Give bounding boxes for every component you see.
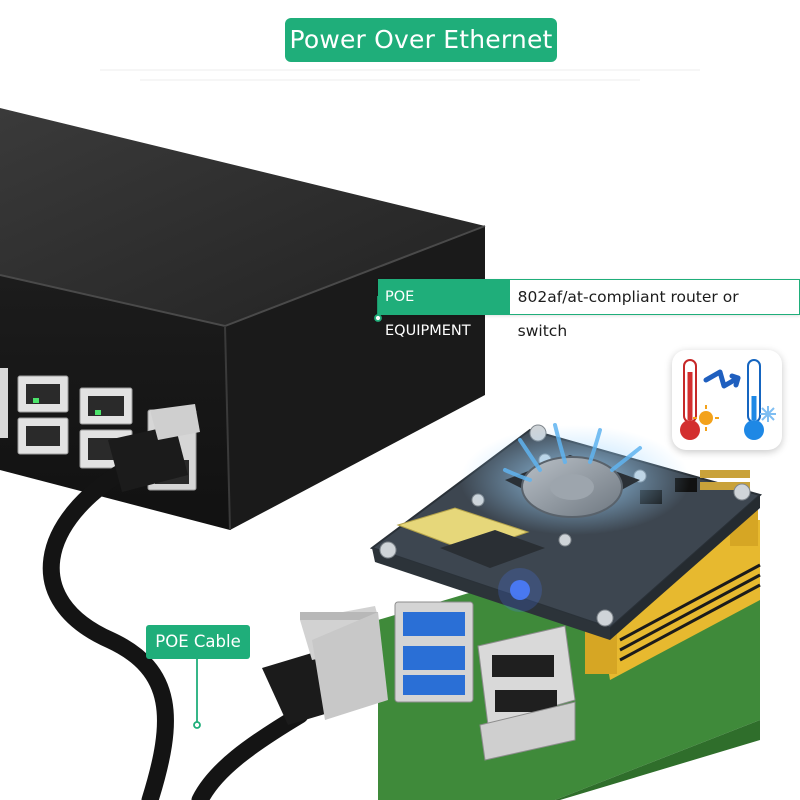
poe-cable-label: POE Cable xyxy=(146,625,250,659)
raspberry-pi-board xyxy=(312,423,763,800)
ethernet-port xyxy=(0,368,8,438)
ethernet-port xyxy=(17,375,69,413)
poe-hat xyxy=(369,423,763,640)
blue-thermometer-snowflake-icon xyxy=(744,359,776,440)
poe-equipment-callout: POE EQUIPMENT 802af/at-compliant router … xyxy=(378,279,800,340)
background-lines xyxy=(100,69,700,81)
rj45-plug-switch xyxy=(108,404,200,492)
switch-top-face xyxy=(0,108,485,326)
red-thermometer-sun-icon xyxy=(680,359,719,440)
usb3-ports xyxy=(394,601,474,703)
poe-equipment-description: 802af/at-compliant router or switch xyxy=(517,288,739,340)
poe-equipment-tag: POE EQUIPMENT xyxy=(379,280,510,339)
lightning-icon xyxy=(703,369,741,389)
airflow-arrows xyxy=(503,423,642,482)
usb2-ports xyxy=(477,625,576,761)
temperature-icon-card xyxy=(672,350,782,450)
board-ports xyxy=(312,601,576,761)
ethernet-port xyxy=(17,417,69,455)
ethernet-port xyxy=(79,387,133,425)
page-title: Power Over Ethernet xyxy=(285,18,557,62)
